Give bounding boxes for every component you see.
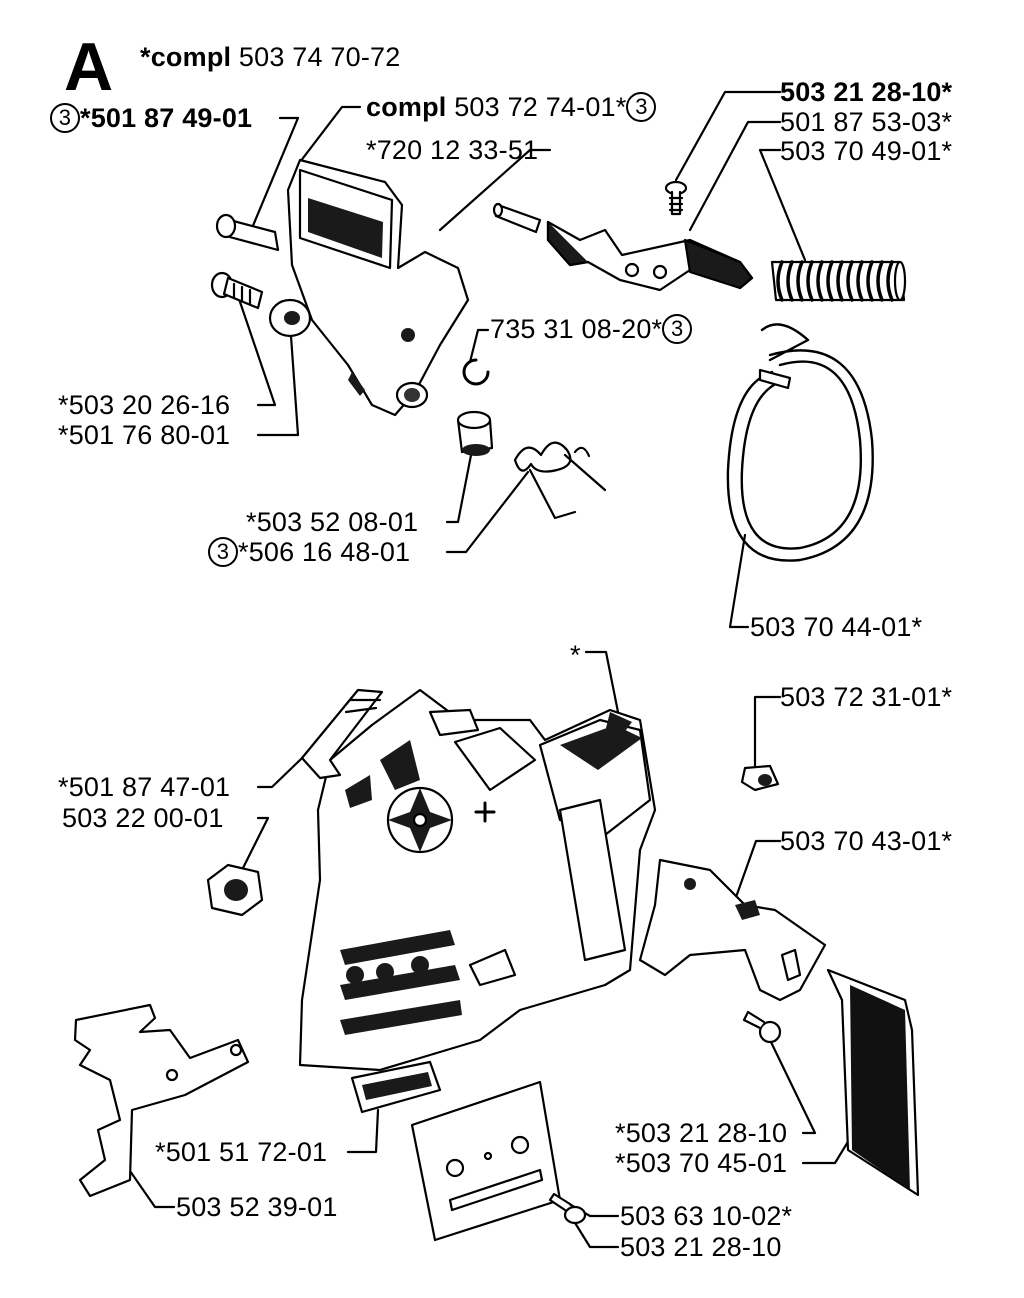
screw-503-20-26-16 xyxy=(210,271,264,310)
circled-note-marker: 3 xyxy=(50,103,80,133)
label-501-51-72-01: *501 51 72-01 xyxy=(155,1137,328,1167)
label-503-20-26-16: *503 20 26-16 xyxy=(58,390,231,420)
label-503-63-10-02: 503 63 10-02* xyxy=(620,1201,793,1231)
label-503-70-43-01: 503 70 43-01* xyxy=(780,826,953,856)
deflector-503-70-43-01 xyxy=(638,858,827,1002)
brake-band-503-70-44-01 xyxy=(726,323,874,562)
label-501-76-80-01: *501 76 80-01 xyxy=(58,420,231,450)
label-503-70-45-01: *503 70 45-01 xyxy=(615,1148,788,1178)
pin-720-12-33-51 xyxy=(492,202,542,234)
label-asterisk: * xyxy=(570,640,581,670)
label-501-87-49-01: 3*501 87 49-01 xyxy=(50,103,252,133)
label-503-21-28-10-bold: 503 21 28-10* xyxy=(780,77,953,107)
label-503-21-28-10: 503 21 28-10 xyxy=(620,1232,782,1262)
bolt-501-87-49-01 xyxy=(215,213,280,252)
spacer-501-51-72-01 xyxy=(350,1060,442,1114)
coil-spring-503-70-49-01 xyxy=(770,260,907,302)
compl-cover-prefix: compl xyxy=(366,92,447,122)
nut-503-22-00-01 xyxy=(206,863,264,917)
screw-503-21-28-10-top xyxy=(664,180,688,216)
compl-cover-number: 503 72 74-01* xyxy=(454,92,627,122)
label-735-31-08-20: 735 31 08-20*3 xyxy=(490,314,693,344)
part-number-735-31-08-20: 735 31 08-20* xyxy=(490,314,663,344)
nut-503-72-31-01 xyxy=(740,764,780,792)
circled-note-marker: 3 xyxy=(208,537,238,567)
bushing-503-52-08-01 xyxy=(456,410,494,456)
circled-note-marker: 3 xyxy=(626,92,657,122)
compl-main-number: 503 74 70-72 xyxy=(238,42,401,72)
label-503-70-44-01: 503 70 44-01* xyxy=(750,612,923,642)
label-503-21-28-10-star: *503 21 28-10 xyxy=(615,1118,788,1148)
label-compl-main: *compl 503 74 70-72 xyxy=(140,42,400,72)
label-503-22-00-01: 503 22 00-01 xyxy=(62,803,224,833)
chain-brake-handle xyxy=(286,158,470,417)
label-501-87-47-01: *501 87 47-01 xyxy=(58,772,231,802)
pad-503-70-45-01 xyxy=(826,968,920,1197)
circled-note-marker: 3 xyxy=(662,314,693,344)
section-letter: A xyxy=(64,29,114,105)
screw-503-21-28-10-bottom xyxy=(548,1192,587,1225)
brake-lever-501-87-53-03 xyxy=(546,220,754,292)
part-number-501-87-49-01: *501 87 49-01 xyxy=(80,103,253,133)
part-number-506-16-48-01: *506 16 48-01 xyxy=(238,537,411,567)
spring-506-16-48-01 xyxy=(513,441,607,520)
label-501-87-53-03: 501 87 53-03* xyxy=(780,107,953,137)
washer-501-76-80-01 xyxy=(268,298,312,338)
compl-main-prefix: *compl xyxy=(140,42,232,72)
label-720-12-33-51: *720 12 33-51 xyxy=(366,135,539,165)
label-compl-cover: compl 503 72 74-01*3 xyxy=(366,92,657,122)
clip-501-87-47-01 xyxy=(300,688,384,780)
guide-plate-503-52-39-01 xyxy=(73,1003,250,1198)
cover-vent-slots xyxy=(340,930,462,1035)
circlip-735-31-08-20 xyxy=(462,358,490,386)
clutch-cover-housing xyxy=(298,688,657,1072)
label-506-16-48-01: 3*506 16 48-01 xyxy=(208,537,410,567)
label-503-52-08-01: *503 52 08-01 xyxy=(246,507,419,537)
label-503-72-31-01: 503 72 31-01* xyxy=(780,682,953,712)
label-503-70-49-01: 503 70 49-01* xyxy=(780,136,953,166)
label-503-52-39-01: 503 52 39-01 xyxy=(176,1192,338,1222)
screw-503-21-28-10-right xyxy=(742,1010,782,1044)
bar-plate-503-63-10-02 xyxy=(410,1080,562,1242)
